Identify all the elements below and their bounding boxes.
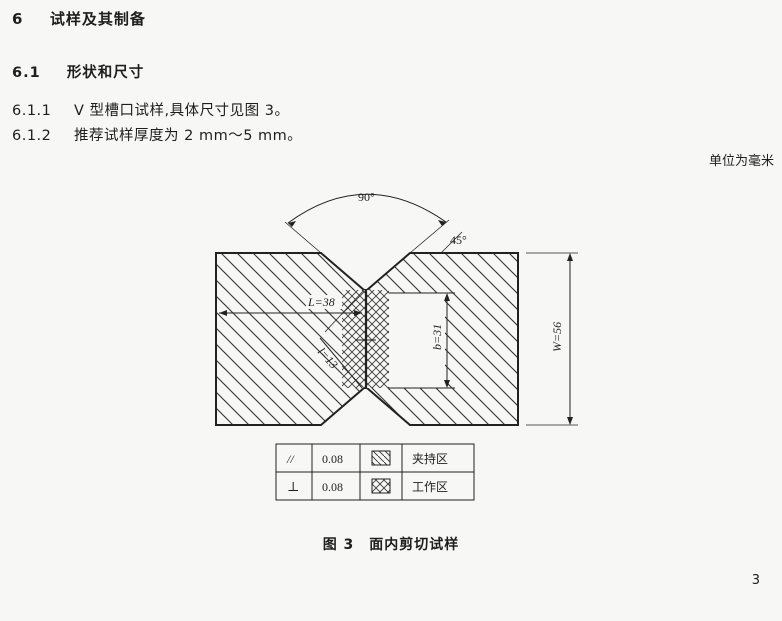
legend-swatch-work: [371, 478, 391, 494]
legend-swatch-clamp: [371, 450, 391, 466]
page-number: 3: [751, 573, 760, 588]
paragraph-text: 推荐试样厚度为 2 mm～5 mm。: [74, 128, 303, 144]
legend-zone-work: 工作区: [412, 480, 448, 494]
subsection-title: 形状和尺寸: [66, 65, 145, 81]
length-label: L=38: [307, 295, 335, 309]
legend-value-1: 0.08: [322, 452, 343, 466]
paragraph-number: 6.1.2: [12, 128, 52, 144]
paragraph-text: V 型槽口试样,具体尺寸见图 3。: [74, 103, 290, 119]
width-label: W=56: [550, 322, 564, 352]
section-heading: 6 试样及其制备: [12, 8, 146, 29]
legend-table: // 0.08 夹持区 ⊥ 0.08 工作区: [275, 443, 475, 501]
legend-value-2: 0.08: [322, 480, 343, 494]
legend-symbol-parallel: //: [286, 452, 295, 466]
subsection-number: 6.1: [12, 65, 41, 81]
subsection-heading: 6.1 形状和尺寸: [12, 61, 144, 82]
gauge-label: b=31: [430, 324, 444, 350]
figure-caption: 图 3 面内剪切试样: [322, 537, 460, 553]
paragraph-6-1-2: 6.1.2 推荐试样厚度为 2 mm～5 mm。: [12, 124, 302, 145]
half-angle-label: 45°: [450, 233, 467, 247]
section-title: 试样及其制备: [49, 10, 146, 28]
paragraph-number: 6.1.1: [12, 103, 52, 119]
paragraph-6-1-1: 6.1.1 V 型槽口试样,具体尺寸见图 3。: [12, 99, 289, 120]
legend-symbol-perpendicular: ⊥: [287, 479, 299, 494]
unit-note: 单位为毫米: [708, 154, 774, 169]
legend-zone-clamp: 夹持区: [412, 451, 448, 466]
gauge-window: [389, 293, 445, 388]
section-number: 6: [12, 10, 24, 28]
angle-label: 90°: [358, 190, 375, 204]
